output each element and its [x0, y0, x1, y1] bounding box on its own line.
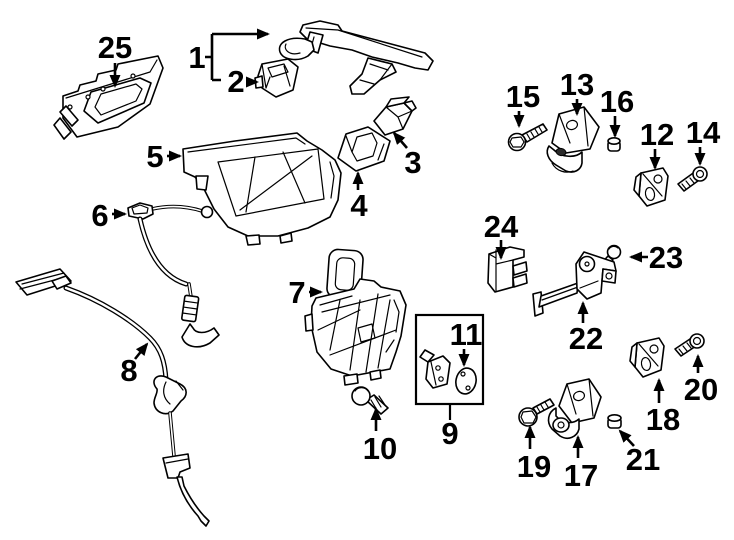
part-10-drawing — [351, 386, 389, 415]
callout-3[interactable]: 3 — [404, 145, 421, 180]
callout-13[interactable]: 13 — [560, 67, 594, 102]
part-15-drawing — [507, 123, 548, 152]
part-13-drawing — [546, 106, 600, 173]
callout-8-arrow — [133, 342, 149, 360]
callout-6[interactable]: 6 — [91, 198, 108, 233]
part-12-drawing — [633, 167, 669, 207]
callout-19[interactable]: 19 — [517, 449, 551, 484]
part-6-drawing — [127, 202, 220, 348]
part-21-drawing — [607, 413, 622, 429]
callout-23[interactable]: 23 — [649, 240, 683, 275]
callout-1[interactable]: 1 — [188, 40, 205, 75]
callout-2[interactable]: 2 — [227, 64, 244, 99]
callout-20[interactable]: 20 — [684, 372, 718, 407]
part-19-drawing — [518, 398, 555, 427]
callout-11[interactable]: 11 — [450, 317, 483, 352]
callout-7[interactable]: 7 — [288, 275, 305, 310]
part-8-drawing — [15, 268, 210, 527]
callout-22[interactable]: 22 — [569, 321, 603, 356]
part-2-drawing — [254, 58, 299, 98]
part-1-drawing — [278, 20, 434, 95]
callout-17[interactable]: 17 — [564, 458, 598, 493]
callout-9[interactable]: 9 — [441, 416, 458, 451]
callout-25[interactable]: 25 — [98, 30, 132, 65]
part-7-drawing — [304, 248, 407, 386]
callout-21-arrow — [618, 429, 635, 447]
callout-4[interactable]: 4 — [350, 188, 368, 223]
callout-5[interactable]: 5 — [146, 139, 163, 174]
part-17-drawing — [547, 378, 602, 439]
callout-arrows — [109, 28, 706, 458]
callout-labels: 25 1 2 3 4 5 6 7 8 9 10 11 12 13 14 15 1… — [91, 30, 721, 493]
part-22-drawing — [532, 251, 617, 317]
part-4-drawing — [337, 126, 391, 172]
part-16-drawing — [607, 137, 621, 152]
callout-21[interactable]: 21 — [626, 442, 660, 477]
callout-24[interactable]: 24 — [484, 209, 519, 244]
callout-18[interactable]: 18 — [646, 402, 680, 437]
part-14-drawing — [677, 166, 708, 192]
callout-3-arrow — [392, 131, 408, 149]
part-11-drawing — [455, 367, 477, 395]
part-24-drawing — [487, 246, 528, 293]
part-9-drawing — [414, 313, 485, 406]
callout-16[interactable]: 16 — [600, 84, 634, 119]
part-18-drawing — [629, 337, 665, 378]
callout-12[interactable]: 12 — [640, 117, 674, 152]
part-3-drawing — [373, 96, 417, 136]
part-20-drawing — [674, 333, 705, 357]
part-5-drawing — [182, 132, 342, 246]
callout-10[interactable]: 10 — [363, 431, 397, 466]
callout-14[interactable]: 14 — [686, 115, 721, 150]
part-25-drawing — [53, 55, 164, 140]
callout-15[interactable]: 15 — [506, 79, 540, 114]
callout-1-bracket — [205, 34, 221, 82]
callout-8[interactable]: 8 — [120, 353, 137, 388]
